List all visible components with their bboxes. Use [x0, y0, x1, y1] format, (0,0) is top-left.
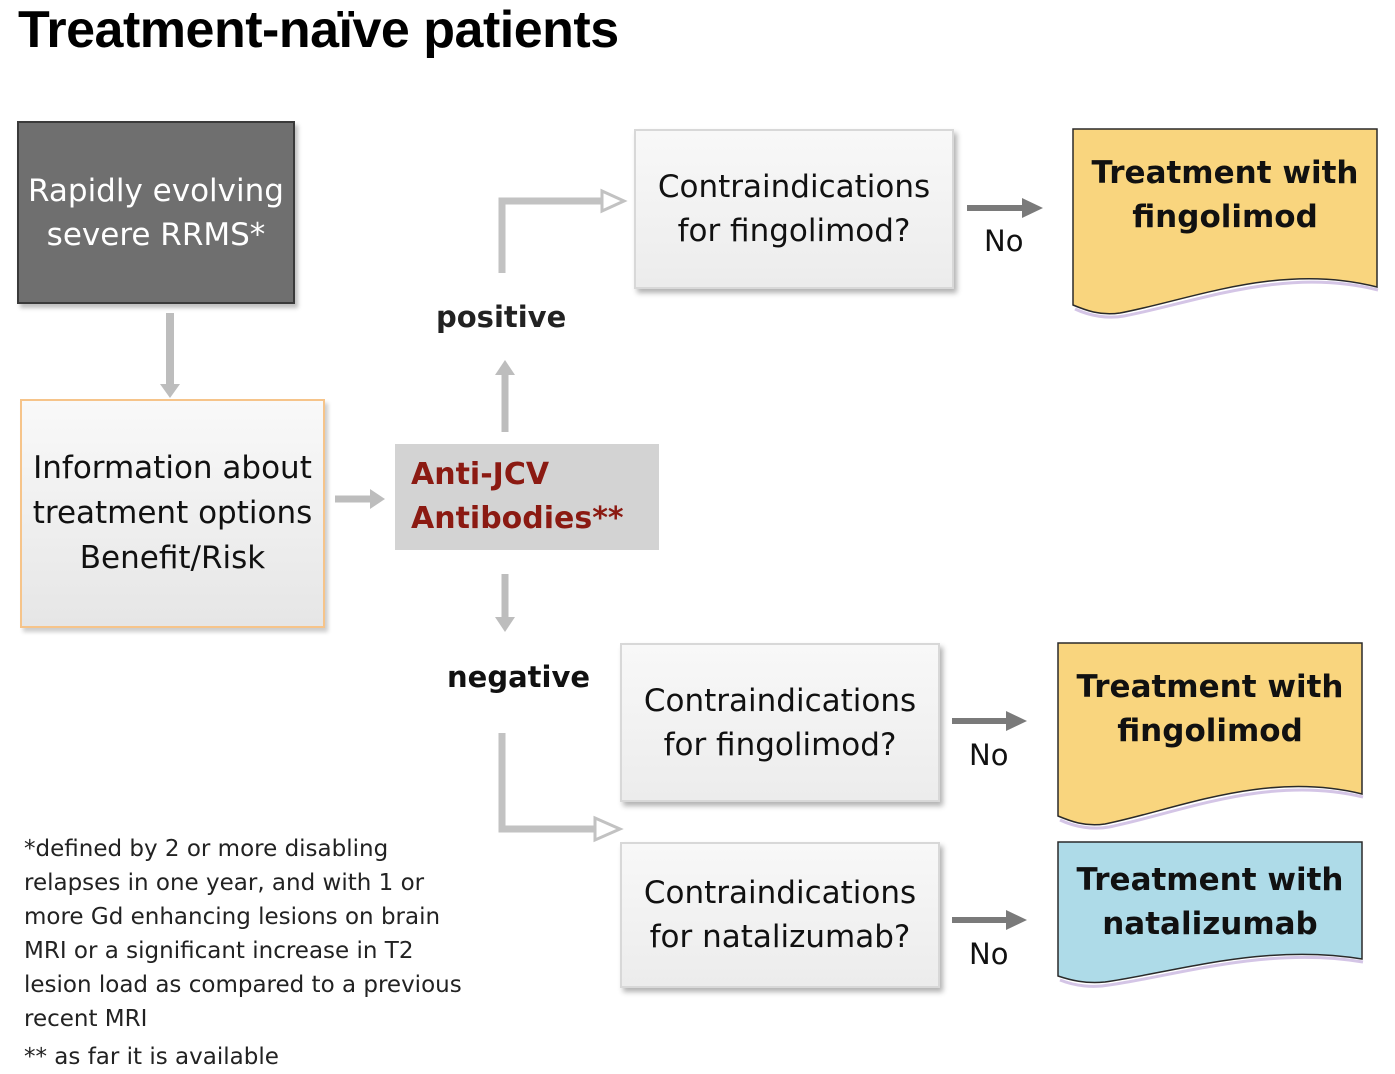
contraindications-fingolimod-negative-box: Contraindications for fingolimod?: [620, 643, 940, 802]
rapidly-evolving-rrms-text: Rapidly evolving severe RRMS*: [28, 172, 284, 253]
anti-jcv-text: Anti-JCV Antibodies**: [411, 457, 624, 536]
arrow-positive-to-contra: [498, 188, 628, 273]
positive-label: positive: [436, 300, 567, 334]
no-label-2: No: [969, 738, 1009, 772]
arrow-start-to-info: [160, 313, 180, 398]
arrow-no-2: [952, 711, 1027, 731]
outcome-shape-neg-natalizumab: [1057, 841, 1364, 988]
contraindications-natalizumab-box: Contraindications for natalizumab?: [620, 842, 940, 988]
negative-label: negative: [447, 660, 591, 694]
treatment-info-text: Information about treatment options Bene…: [32, 450, 313, 576]
anti-jcv-box: Anti-JCV Antibodies**: [395, 444, 659, 550]
page-title: Treatment-naïve patients: [18, 1, 619, 59]
contraindications-natalizumab-text: Contraindications for natalizumab?: [643, 875, 917, 955]
contraindications-fingolimod-positive-box: Contraindications for fingolimod?: [634, 129, 954, 289]
outcome-neg-natalizumab-text: Treatment with natalizumab: [1076, 862, 1344, 942]
outcome-pos-fingolimod-text: Treatment with fingolimod: [1091, 155, 1359, 235]
no-label-3: No: [969, 937, 1009, 971]
no-label-1: No: [984, 224, 1024, 258]
arrow-jcv-down: [495, 574, 515, 632]
contraindications-fingolimod-negative-text: Contraindications for fingolimod?: [643, 682, 917, 763]
arrow-no-1: [967, 198, 1043, 218]
arrow-no-3: [952, 910, 1027, 930]
rapidly-evolving-rrms-box: Rapidly evolving severe RRMS*: [17, 121, 295, 304]
arrow-jcv-up: [495, 360, 515, 432]
footnote-availability: ** as far it is available: [24, 1044, 279, 1070]
footnote-definition: *defined by 2 or more disabling relapses…: [24, 836, 462, 1032]
arrow-info-to-jcv: [335, 489, 385, 509]
outcome-shape-neg-fingolimod: [1057, 642, 1364, 830]
arrow-negative-to-contra: [498, 733, 624, 843]
contraindications-fingolimod-positive-text: Contraindications for fingolimod?: [657, 169, 931, 249]
outcome-shape-pos-fingolimod: [1072, 128, 1379, 319]
treatment-info-box: Information about treatment options Bene…: [20, 399, 325, 628]
outcome-neg-fingolimod-text: Treatment with fingolimod: [1076, 669, 1344, 749]
